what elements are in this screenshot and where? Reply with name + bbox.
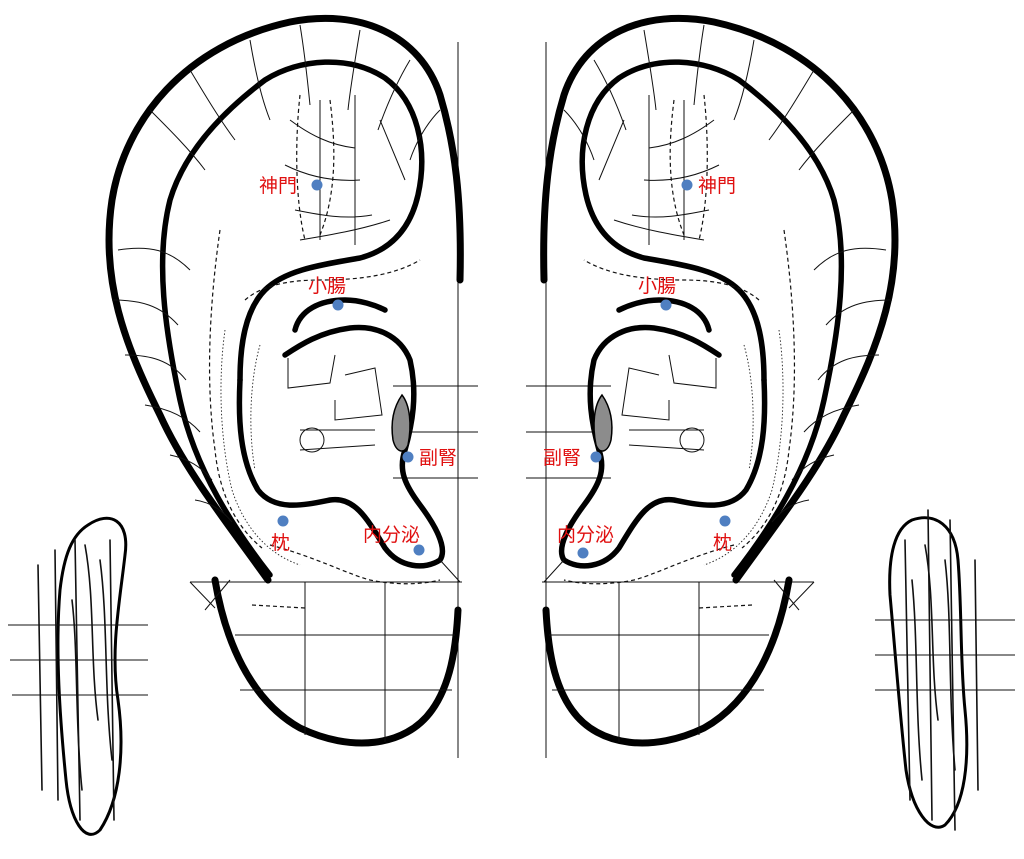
right-ear-side-profile [875,509,1015,831]
left-ear-dotted-contour [220,329,301,566]
left-ear-concha-structure [287,354,383,451]
point-label: 内分泌 [363,524,420,546]
point-dot [719,515,731,527]
right-ear: 神門 小腸 副腎 枕 内分泌 [526,14,899,758]
point-label: 副腎 [543,447,581,469]
point-label: 小腸 [308,275,346,297]
point-dot [311,179,323,191]
point-dot [590,451,602,463]
point-dot [277,515,289,527]
point-label: 内分泌 [557,524,614,546]
left-ear: 神門 小腸 副腎 枕 内分泌 [105,14,478,758]
left-ear-helix-outline [105,14,464,584]
left-ear-side-profile [8,516,148,836]
point-label: 神門 [259,175,297,197]
left-ear-concha-rim [236,324,446,569]
left-ear-dashed-contour-1 [208,94,335,549]
left-ear-lobe-grid [189,559,461,742]
point-dot [660,299,672,311]
left-ear-fossa-grid [284,95,406,245]
point-dot [332,299,344,311]
point-label: 神門 [698,175,736,197]
point-label: 枕 [271,532,290,554]
point-dot [681,179,693,191]
left-ear-lobe-diag [204,579,231,611]
left-ear-antihelix [159,59,425,578]
left-ear-dashed-contour-2 [244,259,441,609]
point-label: 枕 [713,532,732,554]
point-dot [402,451,414,463]
point-label: 小腸 [638,275,676,297]
point-dot [577,547,589,559]
point-dot [413,544,425,556]
point-label: 副腎 [419,447,457,469]
left-ear-helix-crus [292,297,388,333]
left-ear-scapha-arcs [111,24,441,523]
left-ear-canal-circle [299,427,325,453]
left-ear-lobe-outline [211,576,462,747]
left-ear-shaded-tragus [391,393,411,452]
